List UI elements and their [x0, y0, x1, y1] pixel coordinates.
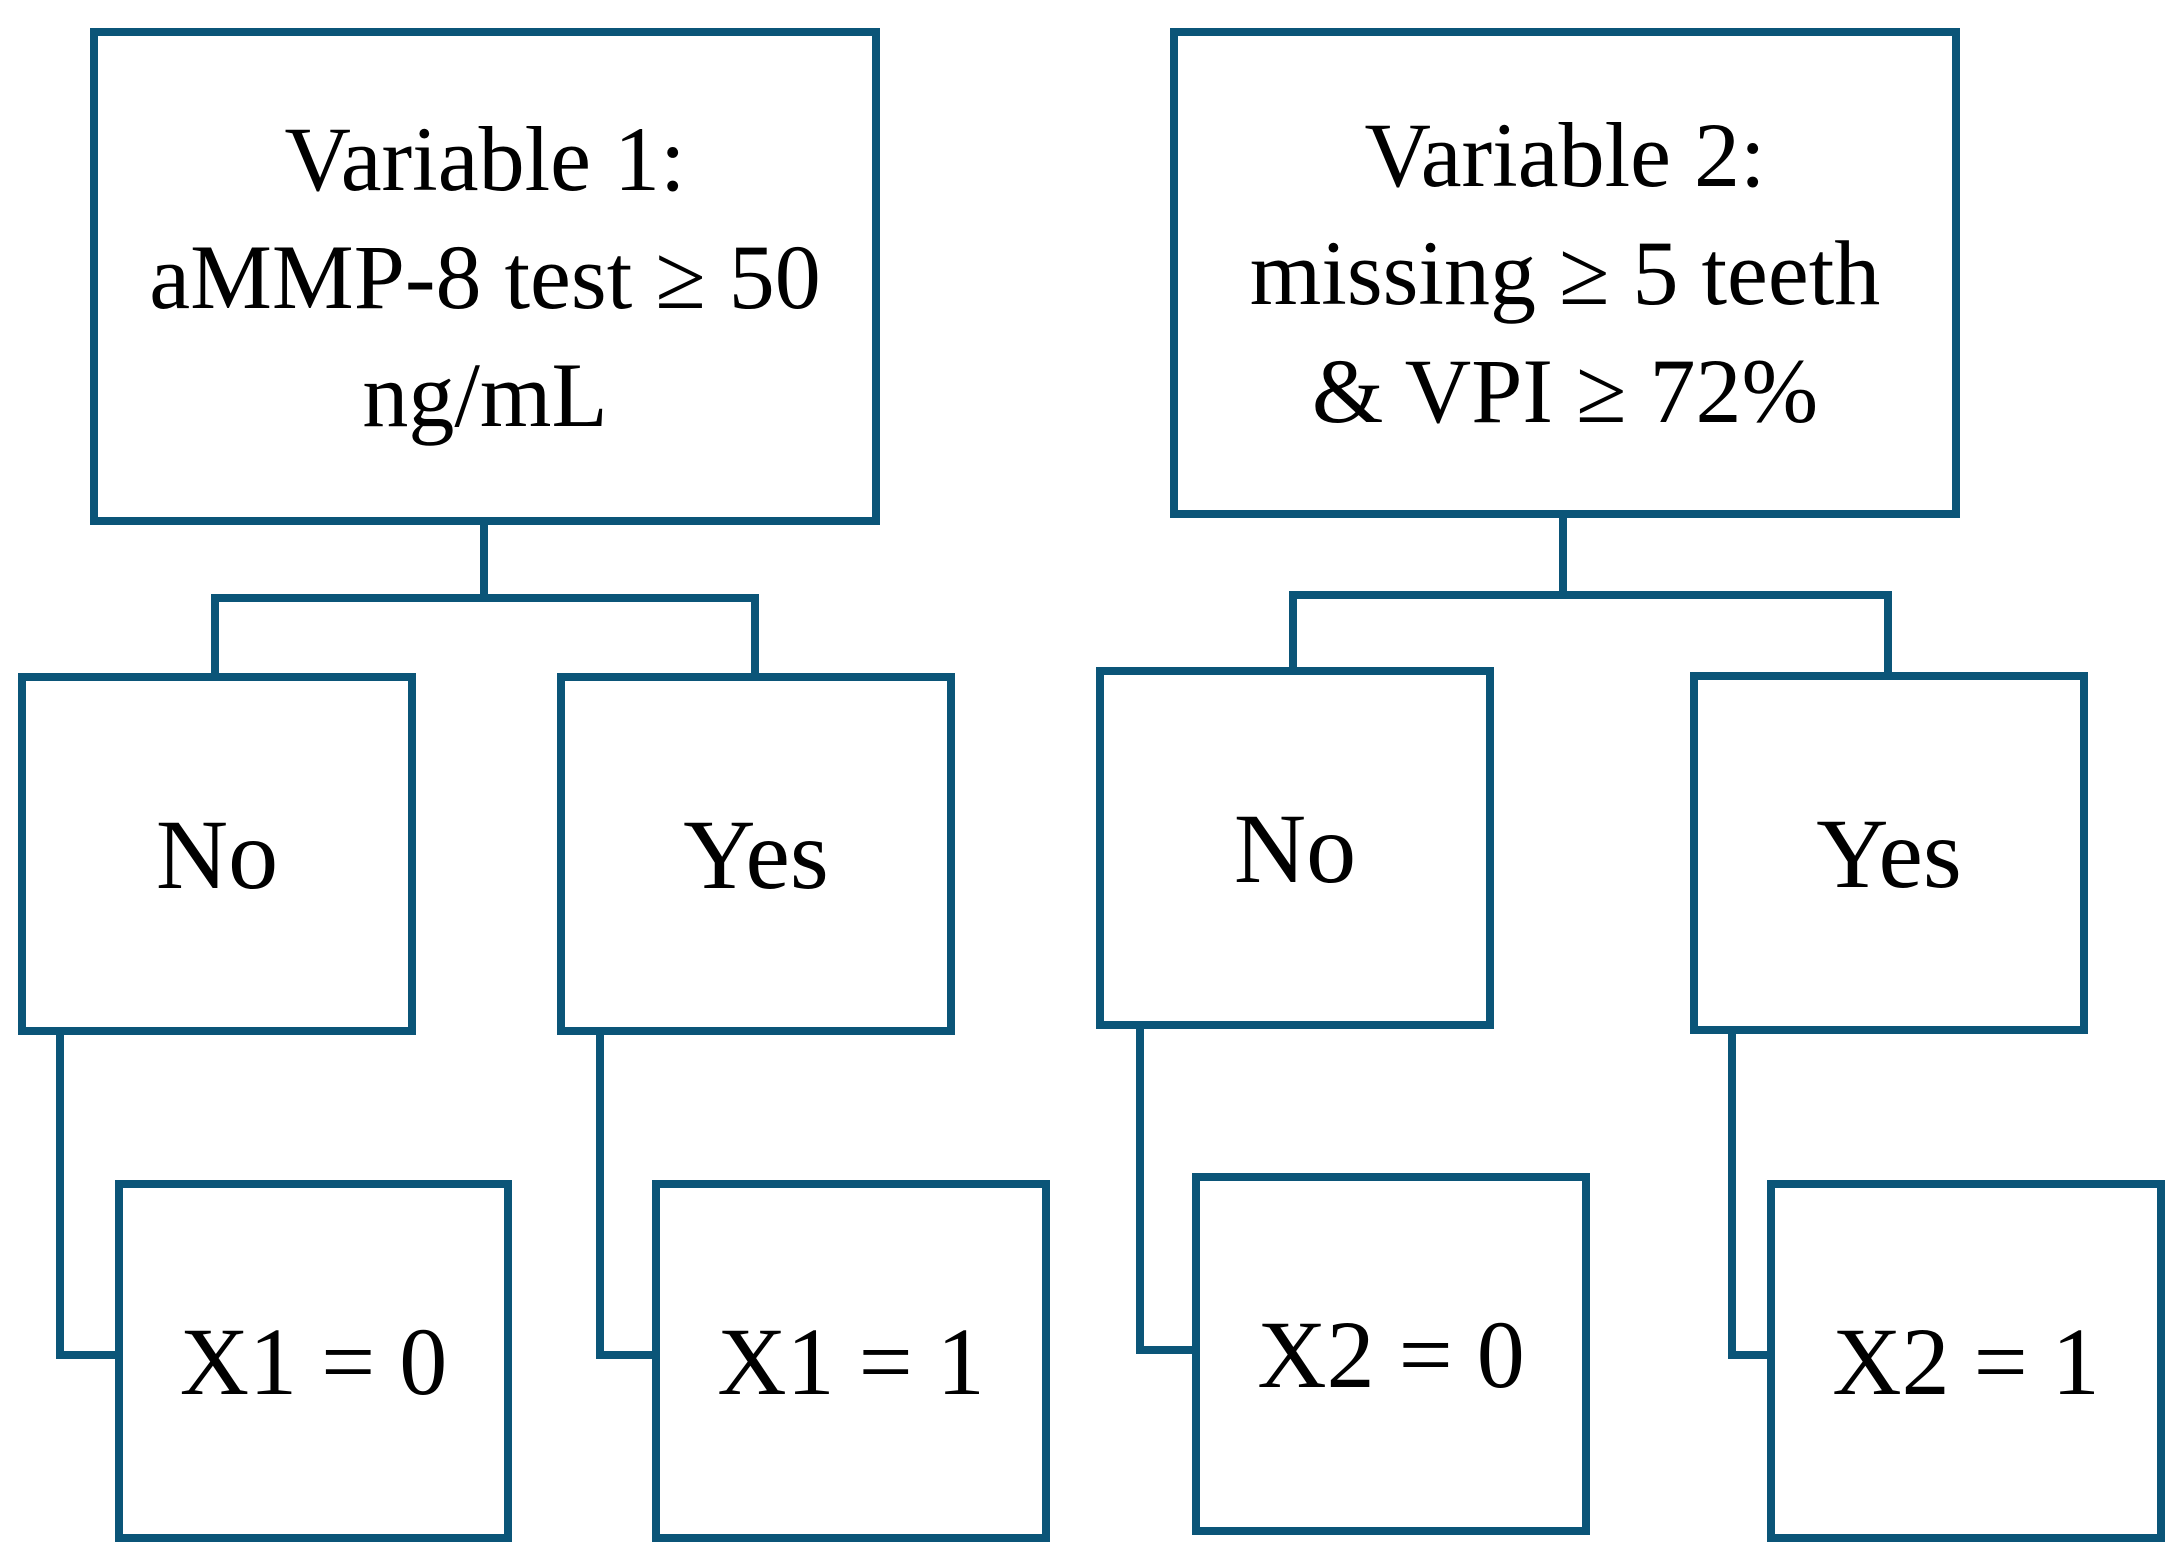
- variable1-unit: ng/mL: [362, 343, 608, 446]
- variable2-result-no: X2 = 0: [1257, 1300, 1525, 1408]
- variable2-no-box: No: [1096, 667, 1494, 1029]
- variable1-no-box: No: [18, 673, 416, 1035]
- variable1-header-box: Variable 1: aMMP-8 test ≥ 50 ng/mL: [90, 28, 880, 525]
- variable1-result-yes: X1 = 1: [717, 1307, 985, 1415]
- variable2-result-yes: X2 = 1: [1832, 1307, 2100, 1415]
- variable2-result-yes-box: X2 = 1: [1767, 1180, 2165, 1542]
- variable1-result-no-box: X1 = 0: [115, 1180, 512, 1542]
- variable2-condition-2: & VPI ≥ 72%: [1311, 340, 1819, 442]
- connector-v1-to-choices: [211, 523, 488, 675]
- variable1-yes-box: Yes: [557, 673, 955, 1035]
- connector-v2-no-to-result: [1136, 1025, 1197, 1354]
- connector-v2-yes-to-result: [1728, 1032, 1772, 1359]
- variable1-result-yes-box: X1 = 1: [652, 1180, 1050, 1542]
- variable2-result-no-box: X2 = 0: [1192, 1173, 1590, 1535]
- connector-v2-to-choices: [1289, 517, 1567, 668]
- variable2-yes-box: Yes: [1690, 672, 2088, 1034]
- connector-v1-no-to-result: [56, 1030, 120, 1359]
- variable1-condition: aMMP-8 test ≥ 50: [149, 225, 821, 328]
- variable2-no-label: No: [1233, 792, 1357, 904]
- connector-v2-to-yes: [1563, 591, 1892, 672]
- variable2-title: Variable 2:: [1364, 104, 1766, 206]
- variable2-header-box: Variable 2: missing ≥ 5 teeth & VPI ≥ 72…: [1170, 28, 1960, 518]
- connector-v1-to-yes: [484, 594, 759, 675]
- connector-v1-yes-to-result: [596, 1030, 657, 1359]
- variable2-condition: missing ≥ 5 teeth: [1249, 222, 1881, 324]
- variable2-yes-label: Yes: [1816, 797, 1962, 909]
- variable1-yes-label: Yes: [683, 798, 829, 910]
- variable1-result-no: X1 = 0: [179, 1307, 448, 1415]
- variable1-no-label: No: [155, 798, 279, 910]
- variable1-title: Variable 1:: [284, 107, 686, 210]
